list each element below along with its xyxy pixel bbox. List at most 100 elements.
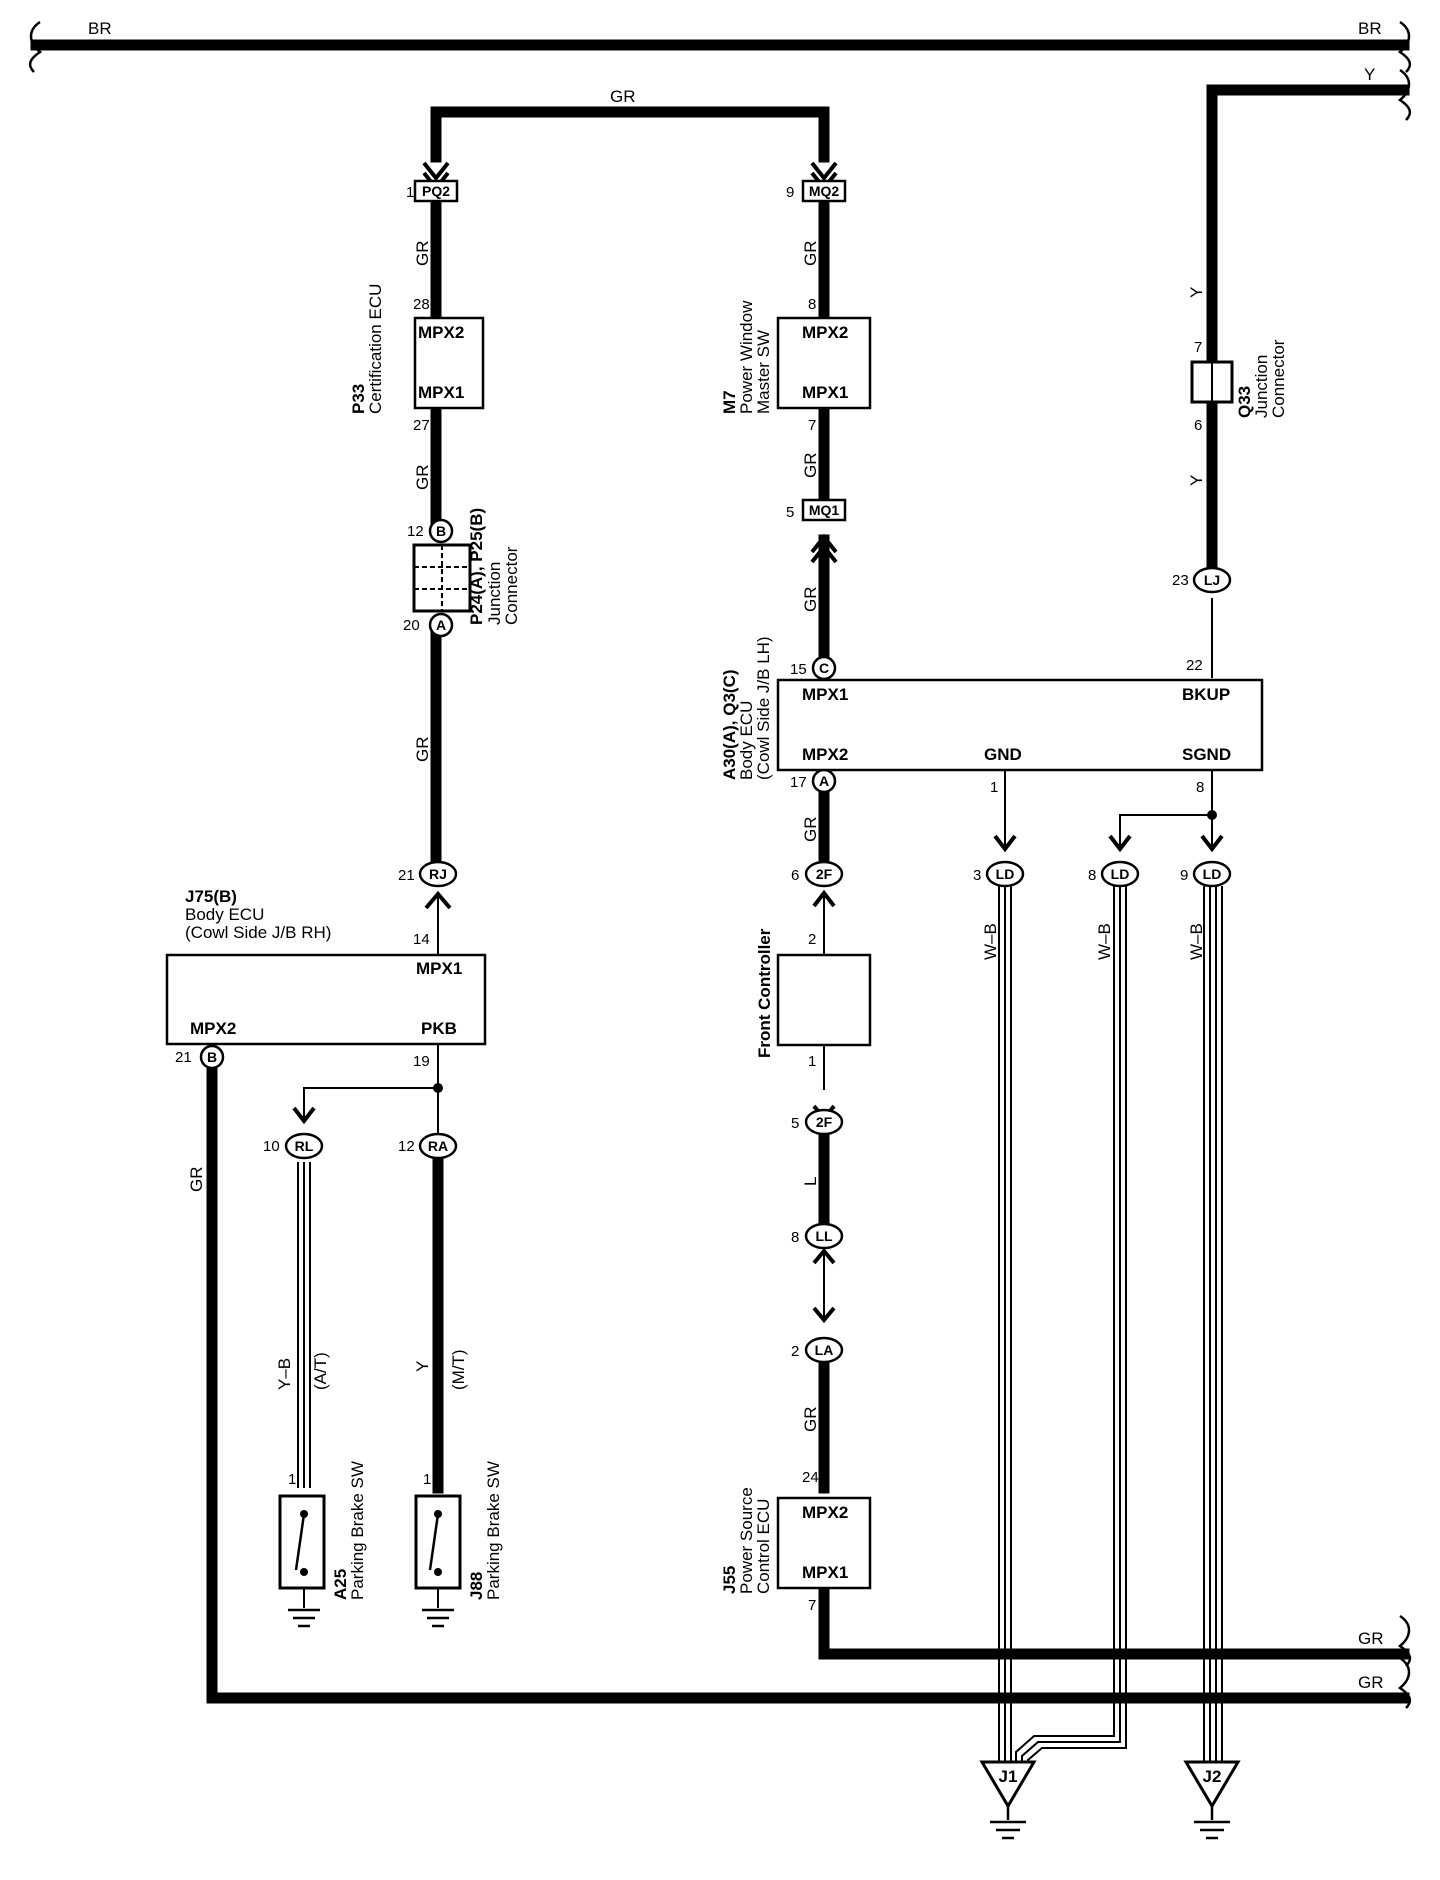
- svg-text:21: 21: [398, 867, 415, 884]
- svg-text:RL: RL: [295, 1138, 314, 1154]
- svg-text:23: 23: [1172, 572, 1189, 589]
- svg-text:SGND: SGND: [1182, 745, 1231, 764]
- svg-text:B: B: [207, 1049, 217, 1065]
- svg-text:GR: GR: [413, 241, 432, 267]
- svg-text:MPX1: MPX1: [802, 383, 848, 402]
- svg-text:A25: A25: [331, 1569, 350, 1600]
- connector-2f-bottom: 5 2F: [791, 1108, 844, 1136]
- svg-text:PQ2: PQ2: [422, 183, 450, 199]
- j75-body-ecu: J75(B) Body ECU (Cowl Side J/B RH) 14 MP…: [165, 887, 487, 1070]
- svg-text:Power Source: Power Source: [737, 1487, 756, 1594]
- yb-rl-shield: [297, 1162, 311, 1488]
- svg-text:1: 1: [808, 1053, 816, 1070]
- p33-certification-ecu: 28 MPX2 MPX1 27 P33 Certification ECU: [349, 284, 485, 434]
- svg-text:J55: J55: [720, 1566, 739, 1594]
- wb-ld9-shield: [1203, 886, 1223, 1762]
- connector-a30-a: 17 A: [790, 768, 837, 794]
- wb-ld8-shield: [1015, 886, 1127, 1762]
- ground-j2: J2: [1183, 1760, 1241, 1840]
- svg-text:GR: GR: [1358, 1629, 1384, 1648]
- ground-icon: [990, 1820, 1026, 1840]
- svg-text:5: 5: [791, 1115, 799, 1132]
- svg-text:RJ: RJ: [429, 866, 447, 882]
- svg-text:MPX2: MPX2: [418, 323, 464, 342]
- svg-text:Body ECU: Body ECU: [185, 905, 264, 924]
- connector-pq2: 19 PQ2: [406, 179, 459, 203]
- connector-p24-b: 12 B: [407, 518, 454, 544]
- connector-ld-3: 3 LD: [973, 860, 1025, 888]
- svg-text:19: 19: [413, 1053, 430, 1070]
- svg-text:GR: GR: [801, 587, 820, 613]
- svg-text:MPX1: MPX1: [416, 959, 462, 978]
- svg-text:(A/T): (A/T): [311, 1352, 330, 1390]
- svg-text:9: 9: [1180, 867, 1188, 884]
- svg-text:J1: J1: [999, 1767, 1018, 1786]
- ground-icon: [422, 1608, 454, 1628]
- connector-la: 2 LA: [791, 1336, 844, 1364]
- svg-text:BR: BR: [1358, 19, 1382, 38]
- svg-text:MPX1: MPX1: [802, 1563, 848, 1582]
- pkb-rl-branch-wire: [303, 1087, 438, 1120]
- svg-text:J2: J2: [1203, 1767, 1222, 1786]
- svg-text:Power Window: Power Window: [737, 300, 756, 414]
- svg-text:6: 6: [1194, 417, 1202, 434]
- svg-text:J75(B): J75(B): [185, 887, 237, 906]
- svg-text:22: 22: [1186, 657, 1203, 674]
- j88-parking-brake-sw: 1 J88 Parking Brake SW: [414, 1461, 503, 1628]
- svg-text:Y: Y: [1187, 475, 1206, 486]
- wb-ld3-shield: [998, 886, 1012, 1762]
- connector-p24-a: 20 A: [403, 612, 454, 638]
- svg-text:14: 14: [413, 931, 430, 948]
- svg-text:Front Controller: Front Controller: [755, 928, 774, 1058]
- svg-text:17: 17: [790, 774, 807, 791]
- connector-ra: 12 RA: [398, 1132, 458, 1160]
- y-top-wire: [1206, 84, 1410, 371]
- svg-text:A: A: [436, 617, 446, 633]
- svg-text:27: 27: [413, 417, 430, 434]
- svg-text:LL: LL: [815, 1228, 833, 1244]
- svg-text:LD: LD: [996, 866, 1015, 882]
- connector-lj: 23 LJ: [1172, 566, 1232, 594]
- svg-text:MQ1: MQ1: [809, 502, 840, 518]
- connector-2f-top: 6 2F: [791, 860, 844, 888]
- svg-text:8: 8: [808, 296, 816, 313]
- svg-text:Parking Brake SW: Parking Brake SW: [348, 1461, 367, 1600]
- svg-text:Certification ECU: Certification ECU: [366, 284, 385, 414]
- svg-text:2: 2: [791, 1343, 799, 1360]
- svg-text:RA: RA: [428, 1138, 448, 1154]
- svg-text:GR: GR: [801, 241, 820, 267]
- svg-text:Master SW: Master SW: [754, 330, 773, 414]
- a25-parking-brake-sw: 1 A25 Parking Brake SW: [278, 1461, 367, 1628]
- svg-text:P24(A), P25(B): P24(A), P25(B): [467, 508, 486, 625]
- svg-text:GR: GR: [413, 465, 432, 491]
- svg-text:Control ECU: Control ECU: [754, 1499, 773, 1594]
- j55-power-source-control-ecu: 24 MPX2 MPX1 7 J55 Power Source Control …: [720, 1469, 872, 1614]
- svg-text:LD: LD: [1111, 866, 1130, 882]
- svg-text:P33: P33: [349, 384, 368, 414]
- shielded-wires: [297, 886, 1223, 1762]
- p24-junction-connector: P24(A), P25(B) Junction Connector: [412, 508, 521, 625]
- svg-text:Y: Y: [413, 1361, 432, 1372]
- sgnd-ld8-branch-wire: [1119, 814, 1212, 848]
- svg-text:2F: 2F: [816, 866, 833, 882]
- svg-text:Y: Y: [1364, 65, 1375, 84]
- svg-text:Y: Y: [1187, 287, 1206, 298]
- svg-text:M7: M7: [720, 390, 739, 414]
- connector-rl: 10 RL: [263, 1132, 324, 1160]
- connector-j75-b: 21 B: [175, 1044, 225, 1070]
- svg-text:3: 3: [973, 867, 981, 884]
- break-marks: [28, 20, 1412, 1709]
- svg-text:(Cowl Side J/B RH): (Cowl Side J/B RH): [185, 923, 331, 942]
- a30-body-ecu: MPX1 MPX2 BKUP GND SGND 22 1 8 A30(A), Q…: [720, 636, 1264, 796]
- svg-text:Y–B: Y–B: [275, 1358, 294, 1390]
- svg-text:Junction: Junction: [1252, 355, 1271, 418]
- svg-text:2F: 2F: [816, 1114, 833, 1130]
- front-controller: 2 1 Front Controller: [755, 928, 872, 1070]
- svg-text:J88: J88: [467, 1572, 486, 1600]
- svg-text:12: 12: [407, 523, 424, 540]
- svg-text:9: 9: [786, 184, 794, 201]
- thick-wires: [30, 39, 1410, 1704]
- gr-top-wire: [430, 106, 830, 163]
- ground-icon: [288, 1608, 320, 1628]
